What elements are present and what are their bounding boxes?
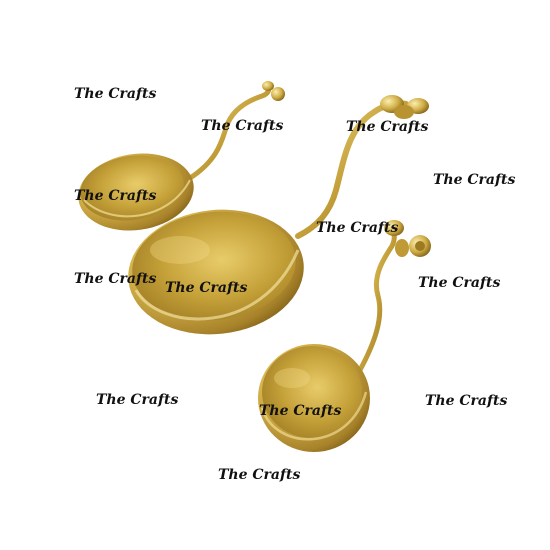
small-spoon-knob: [271, 87, 285, 101]
watermark-text: The Crafts: [74, 86, 157, 102]
medium-spoon-handle: [357, 225, 397, 373]
watermark-text: The Crafts: [165, 280, 248, 296]
watermark-text: The Crafts: [418, 275, 501, 291]
watermark-text: The Crafts: [96, 392, 179, 408]
watermark-text: The Crafts: [74, 188, 157, 204]
medium-spoon: [258, 220, 431, 452]
small-spoon: [78, 81, 285, 231]
large-spoon: [128, 95, 429, 335]
small-spoon-handle: [187, 83, 272, 181]
medium-spoon-knob: [384, 220, 431, 257]
watermark-text: The Crafts: [201, 118, 284, 134]
watermark-text: The Crafts: [425, 393, 508, 409]
watermark-text: The Crafts: [259, 403, 342, 419]
watermark-text: The Crafts: [218, 467, 301, 483]
large-spoon-knob: [380, 95, 429, 119]
watermark-text: The Crafts: [316, 220, 399, 236]
watermark-text: The Crafts: [74, 271, 157, 287]
watermark-text: The Crafts: [346, 119, 429, 135]
watermark-text: The Crafts: [433, 172, 516, 188]
